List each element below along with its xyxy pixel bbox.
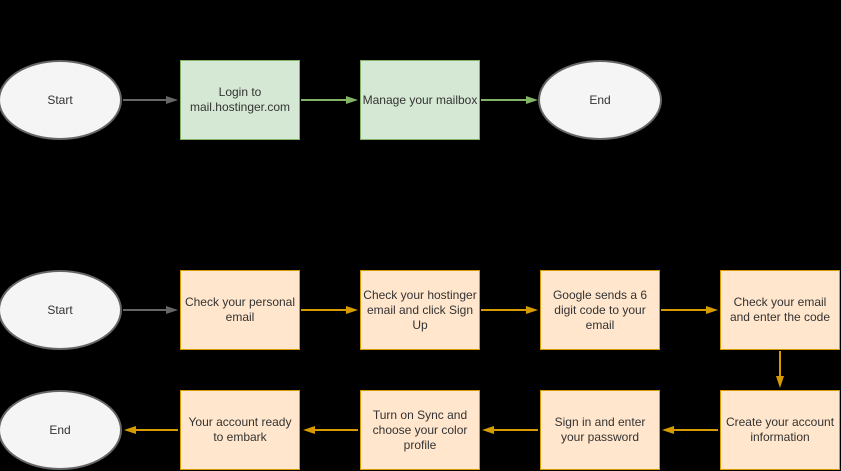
f2-sign-in-label: Sign in and enter your password (554, 415, 646, 444)
edge-f2-start-to-personal-arrow[interactable] (123, 306, 178, 314)
f2-turn-on-sync-node[interactable]: Turn on Sync and choose your color profi… (360, 390, 480, 470)
edge-f2-ready-to-end-arrow[interactable] (124, 426, 178, 434)
f1-manage-mailbox-node[interactable]: Manage your mailbox (360, 60, 480, 140)
edge-f1-login-to-manage-arrow[interactable] (301, 96, 358, 104)
f2-end-label: End (49, 422, 71, 437)
f2-check-personal-email-node[interactable]: Check your personal email (180, 270, 300, 350)
f2-create-account-label: Create your account information (725, 415, 835, 444)
f2-google-code-label: Google sends a 6 digit code to your emai… (552, 287, 648, 332)
edge-f2-google-to-entercode-arrow[interactable] (661, 306, 718, 314)
edge-f1-manage-to-end-arrow[interactable] (481, 96, 538, 104)
edge-f1-start-to-login-arrow[interactable] (123, 96, 178, 104)
f1-end-label: End (589, 92, 611, 107)
f1-start-label: Start (47, 92, 73, 107)
f2-enter-code-label: Check your email and enter the code (729, 295, 831, 324)
edge-f2-entercode-to-create-arrow[interactable] (776, 351, 784, 388)
f1-login-label: Login to mail.hostinger.com (189, 85, 291, 114)
edge-f2-sync-to-ready-arrow[interactable] (303, 426, 358, 434)
f2-create-account-node[interactable]: Create your account information (720, 390, 840, 470)
f2-account-ready-label: Your account ready to embark (188, 415, 292, 444)
f1-manage-mailbox-label: Manage your mailbox (362, 92, 478, 107)
edge-f2-hostinger-to-google-arrow[interactable] (481, 306, 538, 314)
f2-start-label: Start (47, 302, 73, 317)
f2-check-hostinger-email-node[interactable]: Check your hostinger email and click Sig… (360, 270, 480, 350)
f2-start-node[interactable]: Start (0, 270, 122, 350)
f2-account-ready-node[interactable]: Your account ready to embark (180, 390, 300, 470)
f1-start-node[interactable]: Start (0, 60, 122, 140)
f2-enter-code-node[interactable]: Check your email and enter the code (720, 270, 840, 350)
edge-f2-create-to-signin-arrow[interactable] (662, 426, 718, 434)
edge-f2-personal-to-hostinger-arrow[interactable] (301, 306, 358, 314)
f1-login-node[interactable]: Login to mail.hostinger.com (180, 60, 300, 140)
f2-sign-in-node[interactable]: Sign in and enter your password (540, 390, 660, 470)
f2-check-personal-email-label: Check your personal email (184, 295, 296, 324)
f2-end-node[interactable]: End (0, 390, 122, 470)
f2-google-code-node[interactable]: Google sends a 6 digit code to your emai… (540, 270, 660, 350)
f2-check-hostinger-email-label: Check your hostinger email and click Sig… (363, 287, 477, 332)
edge-f2-signin-to-sync-arrow[interactable] (482, 426, 538, 434)
f2-turn-on-sync-label: Turn on Sync and choose your color profi… (372, 407, 468, 452)
f1-end-node[interactable]: End (538, 60, 662, 140)
